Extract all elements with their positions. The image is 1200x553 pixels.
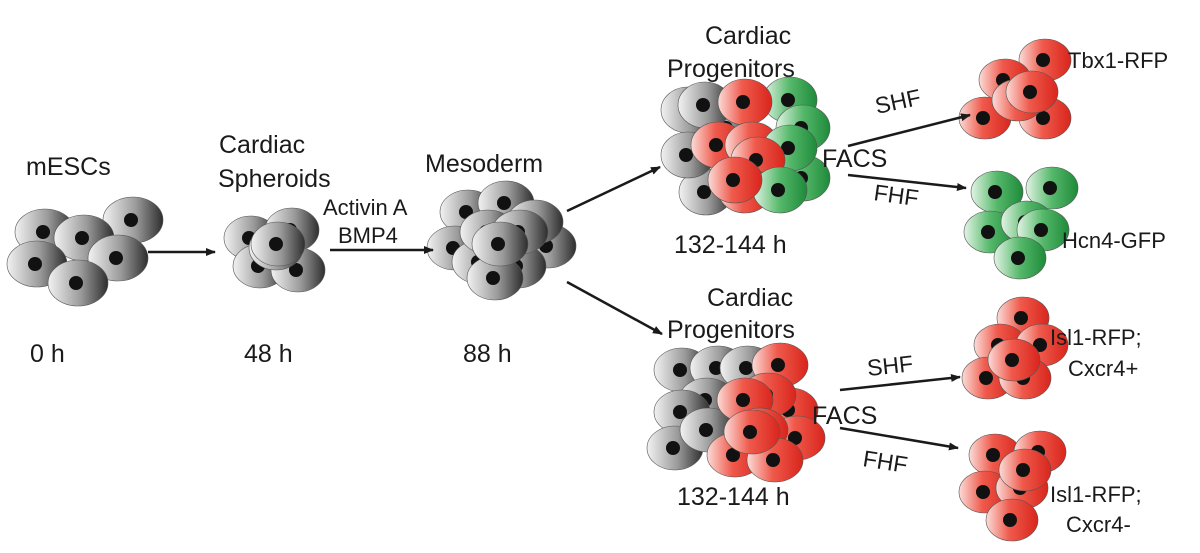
arrow-top-fhf [847,173,967,191]
arrow-mesoderm-to-top-progenitors [566,165,661,213]
stage-time-0h: 0 h [30,340,65,368]
cell [1025,166,1079,210]
cluster-isl1-cxcr4-neg [958,430,1067,542]
top-progenitors-line2: Progenitors [667,55,795,83]
output-isl1-cxcr4pos-line2: Cxcr4+ [1068,356,1138,381]
cell [970,170,1024,214]
bottom-shf-label: SHF [866,350,914,381]
cell [87,234,149,282]
cell [707,156,763,204]
cell [1005,70,1059,114]
cell [987,338,1041,382]
cell [466,255,524,301]
top-facs-label: FACS [822,145,887,173]
top-progenitors-time: 132-144 h [674,231,787,259]
arrow-mesoderm-to-bottom-progenitors [566,280,663,336]
top-fhf-label: FHF [872,179,920,211]
cluster-isl1-cxcr4-pos [961,296,1069,400]
bottom-fhf-label: FHF [861,445,909,478]
cell [47,259,109,307]
cluster-mescs [6,196,164,307]
cluster-top-progenitors [660,76,831,216]
cell [985,498,1039,542]
arrow-bottom-fhf [839,426,959,451]
arrows [148,113,971,451]
stage-time-88h: 88 h [463,340,512,368]
bottom-progenitors-line1: Cardiac [707,284,793,312]
bottom-facs-label: FACS [812,402,877,430]
treatment-line1: Activin A [323,195,408,220]
stage-label-mesoderm: Mesoderm [425,150,543,178]
arrow-bottom-shf [839,373,961,392]
cell [717,78,773,126]
stage-label-spheroids-line2: Spheroids [218,165,331,193]
output-hcn4-gfp: Hcn4-GFP [1062,228,1166,253]
arrow-top-shf [847,113,971,148]
cluster-spheroids [223,207,326,293]
cell [1018,38,1072,82]
cell [998,448,1052,492]
cluster-hcn4-gfp [963,166,1079,280]
stage-label-spheroids-line1: Cardiac [219,131,305,159]
cell [471,221,529,267]
treatment-line2: BMP4 [338,223,398,248]
cluster-mesoderm [426,180,577,301]
stage-time-48h: 48 h [244,340,293,368]
labels: mESCs 0 h Cardiac Spheroids 48 h Activin… [26,22,1168,537]
cell [723,409,781,455]
output-isl1-cxcr4neg-line1: Isl1-RFP; [1050,482,1142,507]
cell [102,196,164,244]
output-tbx1-rfp: Tbx1-RFP [1068,48,1168,73]
bottom-progenitors-time: 132-144 h [677,483,790,511]
bottom-progenitors-line2: Progenitors [667,316,795,344]
top-shf-label: SHF [873,84,923,119]
cell-clusters [6,38,1079,542]
stage-label-mescs: mESCs [26,153,111,181]
cell [250,221,306,267]
cell [752,166,808,214]
output-isl1-cxcr4neg-line2: Cxcr4- [1066,512,1131,537]
cell [993,236,1047,280]
top-progenitors-line1: Cardiac [705,22,791,50]
cluster-bottom-progenitors [646,342,826,483]
output-isl1-cxcr4pos-line1: Isl1-RFP; [1050,325,1142,350]
cluster-tbx1-rfp [958,38,1072,140]
